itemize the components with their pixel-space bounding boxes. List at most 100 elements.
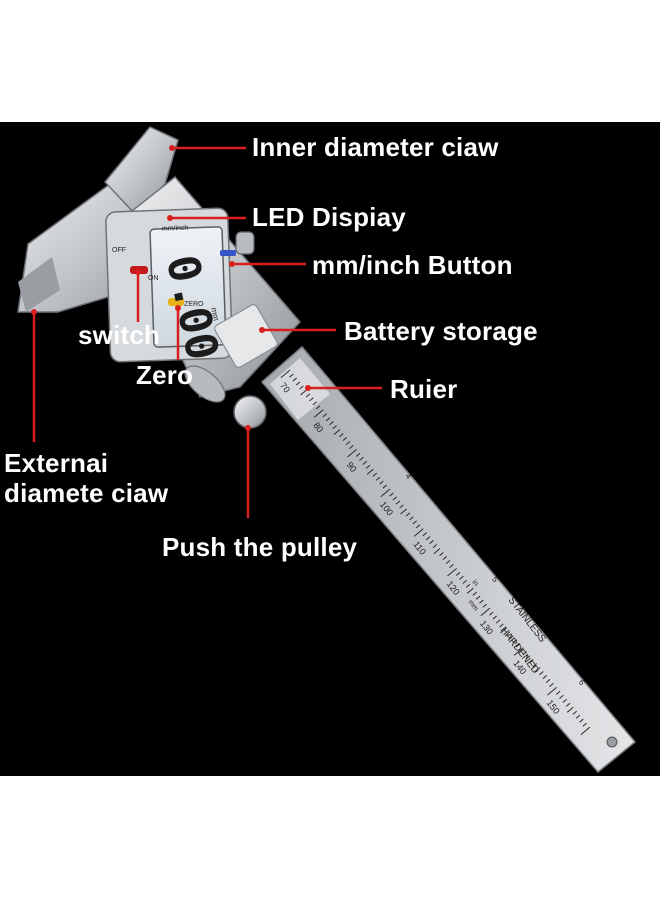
ruler-tick — [395, 500, 401, 505]
ruler-tick — [339, 433, 344, 438]
label-push-pulley: Push the pulley — [162, 532, 358, 562]
ruler-tick — [375, 476, 381, 481]
ruler-tick — [425, 536, 431, 541]
ruler-tick — [413, 528, 424, 537]
ruler-tick — [572, 710, 577, 715]
ruler-number: 90 — [345, 460, 359, 474]
ruler-tick — [479, 599, 484, 604]
ruler-tick — [582, 722, 587, 727]
ruler-tick — [382, 484, 387, 489]
ruler-tick — [422, 532, 427, 537]
ruler-tick — [345, 441, 351, 445]
ruler-tick — [525, 655, 531, 660]
ruler-tick — [392, 496, 397, 501]
ruler-tick — [542, 675, 547, 680]
ruler-tick — [529, 659, 534, 664]
label-switch: switch — [78, 320, 161, 350]
ruler-tick — [442, 556, 447, 561]
ruler-tick — [500, 627, 507, 634]
on-label: ON — [148, 275, 159, 282]
ruler-tick — [513, 647, 524, 656]
mode-button[interactable] — [220, 250, 236, 256]
off-label: OFF — [112, 247, 126, 254]
ruler-tick — [329, 421, 334, 426]
ruler-tick — [465, 583, 471, 588]
ruler-tick — [312, 401, 317, 406]
thumb-wheel[interactable] — [233, 395, 267, 429]
ruler-tick — [299, 385, 304, 390]
ruler-tick — [472, 591, 477, 596]
ruler-tick — [300, 389, 307, 396]
label-zero: Zero — [136, 360, 194, 390]
ruler-tick — [295, 381, 301, 386]
ruler-tick — [515, 643, 521, 648]
ruler-tick — [575, 714, 581, 719]
ruler-tick — [509, 635, 514, 640]
lcd-mode-text: mm/inch — [162, 225, 189, 233]
end-screw — [606, 736, 618, 748]
ruler-tick — [495, 619, 501, 624]
lcd-unit: mm — [209, 307, 221, 322]
ruler-tick — [522, 651, 527, 656]
ruler-tick — [412, 520, 417, 525]
ruler-tick — [432, 544, 437, 549]
ruler-tick — [405, 512, 411, 517]
ruler-tick — [447, 567, 457, 577]
ruler-ticks — [280, 369, 591, 736]
ruler-tick — [489, 611, 494, 616]
ruler-tick — [466, 587, 474, 594]
ruler-tick — [379, 480, 384, 485]
ruler-tick — [445, 560, 451, 564]
ruler-tick — [333, 429, 341, 436]
inch-numbers: 456 — [403, 472, 587, 688]
label-external-claw-line1: Externai — [4, 448, 109, 478]
ruler-tick — [505, 631, 511, 636]
ruler-tick — [292, 377, 297, 382]
ruler-tick — [372, 472, 377, 477]
caliper-diagram: mm/inch 0.00 mm OFF ON ZERO in mm STAINL… — [0, 122, 660, 776]
ruler-tick — [549, 682, 554, 687]
ruler-tick — [580, 726, 591, 736]
ruler-number: 80 — [311, 420, 325, 434]
ruler-tick — [366, 468, 374, 475]
ruler-tick — [547, 686, 557, 696]
label-battery: Battery storage — [344, 316, 538, 346]
ruler-tick — [559, 694, 564, 699]
zero-button[interactable] — [168, 298, 184, 306]
ruler-tick — [399, 504, 404, 509]
ruler-tick — [305, 393, 311, 398]
ruler-tick — [512, 639, 517, 644]
label-led-display: LED Dispiay — [252, 202, 406, 232]
ruler-tick — [429, 540, 434, 545]
ruler-tick — [389, 492, 394, 497]
ruler-tick — [555, 690, 561, 695]
ruler-tick — [325, 417, 331, 422]
ruler-tick — [455, 571, 461, 576]
ruler-tick — [289, 373, 294, 378]
inch-number: 5 — [490, 575, 500, 584]
battery-cover — [214, 304, 278, 368]
ruler-tick — [462, 579, 467, 584]
ruler-tick — [532, 663, 537, 668]
mm-inch-knob[interactable] — [235, 231, 255, 255]
ruler-tick — [332, 425, 337, 430]
ruler-tick — [533, 667, 541, 674]
ruler-tick — [365, 464, 371, 469]
caliper-illustration: mm/inch 0.00 mm OFF ON ZERO in mm STAINL… — [17, 126, 637, 774]
zero-label: ZERO — [184, 301, 204, 308]
ruler-tick — [545, 679, 551, 683]
inch-number: 4 — [403, 472, 413, 481]
label-inner-claw: Inner diameter ciaw — [252, 132, 499, 162]
label-external-claw-line2: diamete ciaw — [4, 478, 169, 508]
ruler-tick — [342, 437, 347, 442]
ruler-tick — [459, 575, 464, 580]
ruler-tick — [313, 409, 324, 418]
ruler-tick — [539, 671, 544, 676]
ruler-tick — [562, 698, 567, 703]
internal-jaw — [104, 126, 179, 216]
label-ruler: Ruier — [390, 374, 458, 404]
ruler-tick — [439, 552, 444, 557]
ruler-tick — [480, 607, 491, 617]
ruler-tick — [309, 397, 314, 402]
ruler-tick — [433, 548, 441, 555]
